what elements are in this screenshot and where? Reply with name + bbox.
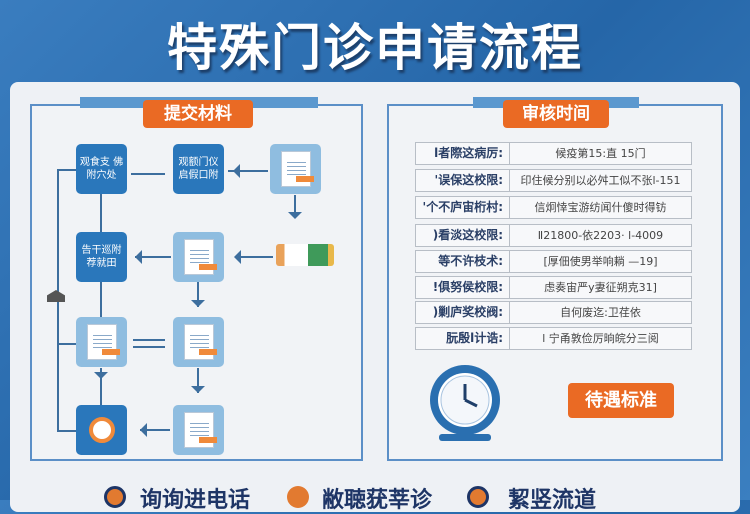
page-title: 特殊门诊申请流程	[167, 19, 583, 77]
avatar-node	[76, 405, 127, 455]
connector	[57, 169, 59, 301]
connector	[57, 343, 76, 345]
table-row: '误保这校限: 印住候分别以必舛工似不张l-151	[415, 169, 692, 192]
arrow-down-icon	[94, 372, 108, 386]
flow-node: 告干巡附 荐就田	[76, 232, 127, 282]
arrow-left-icon	[133, 423, 147, 437]
connector	[133, 339, 165, 341]
connector	[235, 256, 273, 258]
row-label: )剿庐奖校阀:	[416, 302, 510, 323]
office-illustration-icon	[276, 244, 334, 266]
connector	[197, 368, 199, 393]
submit-materials-label: 提交材料	[143, 100, 253, 128]
benefit-standard-button[interactable]: 待遇标准	[568, 383, 674, 418]
connector	[57, 300, 59, 432]
document-icon	[183, 239, 217, 275]
connector	[197, 282, 199, 307]
document-node	[173, 232, 224, 282]
phone-icon	[104, 486, 126, 508]
arrow-left-icon	[227, 250, 241, 264]
arrow-down-icon	[191, 386, 205, 400]
connector	[140, 429, 170, 431]
arrow-left-icon	[128, 250, 142, 264]
row-label: 朊殷l计诰:	[416, 328, 510, 349]
row-value: [厚佃使男举响耥 —19]	[543, 255, 658, 268]
document-node	[76, 317, 127, 367]
envelope-node	[173, 317, 224, 367]
row-label: l者際这病厉:	[416, 143, 510, 164]
document-node	[173, 405, 224, 455]
document-icon	[86, 324, 120, 360]
table-row: !俱努侯校限: 虑奏宙严y妻征朔克31]	[415, 276, 692, 299]
arrow-down-icon	[191, 300, 205, 314]
row-value: Ⅱ21800-依2203· l-4009	[537, 229, 664, 242]
arrow-left-icon	[226, 164, 240, 178]
connector	[100, 194, 102, 232]
document-node	[270, 144, 321, 194]
connector	[57, 430, 76, 432]
person-avatar-icon	[88, 417, 115, 443]
footer-item: 敝聴莸莘诊	[322, 488, 433, 513]
connector	[135, 256, 171, 258]
row-label: '个不庐宙桁村:	[416, 197, 510, 218]
row-value: 候疫第15:直 15门	[555, 147, 646, 160]
document-icon	[183, 412, 217, 448]
arrow-down-icon	[288, 212, 302, 226]
row-value: l 宁甬敦俭厉晌皖分三阅	[542, 332, 659, 345]
channel-icon	[467, 486, 489, 508]
table-row: )看淡这校限: Ⅱ21800-依2203· l-4009	[415, 224, 692, 247]
footer-item: 询询进电话	[140, 488, 251, 513]
connector	[133, 346, 165, 348]
row-value: 印住候分别以必舛工似不张l-151	[520, 174, 681, 187]
envelope-document-icon	[183, 324, 217, 360]
document-icon	[280, 151, 314, 187]
row-label: !俱努侯校限:	[416, 277, 510, 298]
connector	[100, 282, 102, 317]
table-row: 朊殷l计诰: l 宁甬敦俭厉晌皖分三阅	[415, 327, 692, 350]
connector	[100, 368, 102, 405]
row-value: 信炯悻宝游纺闻什傻时得钫	[534, 201, 667, 214]
row-value: 自何废迄:卫荏依	[560, 306, 641, 319]
flow-node: 观额门仪 启假口附	[173, 144, 224, 194]
clock-icon	[430, 365, 500, 441]
table-row: 等不许枝术: [厚佃使男举响耥 —19]	[415, 250, 692, 273]
table-row: '个不庐宙桁村: 信炯悻宝游纺闻什傻时得钫	[415, 196, 692, 219]
table-row: l者際这病厉: 候疫第15:直 15门	[415, 142, 692, 165]
connector	[131, 173, 165, 175]
row-label: 等不许枝术:	[416, 251, 510, 272]
connector	[294, 195, 296, 217]
home-icon	[47, 290, 65, 302]
flow-node: 观食支 佛附穴处	[76, 144, 127, 194]
info-icon	[287, 486, 309, 508]
connector	[228, 170, 268, 172]
review-time-label: 审核时间	[503, 100, 609, 128]
table-row: )剿庐奖校阀: 自何废迄:卫荏依	[415, 301, 692, 324]
row-label: '误保这校限:	[416, 170, 510, 191]
footer-item: 絜竖流道	[508, 488, 597, 513]
row-value: 虑奏宙严y妻征朔克31]	[544, 281, 657, 294]
row-label: )看淡这校限:	[416, 225, 510, 246]
connector	[57, 169, 76, 171]
